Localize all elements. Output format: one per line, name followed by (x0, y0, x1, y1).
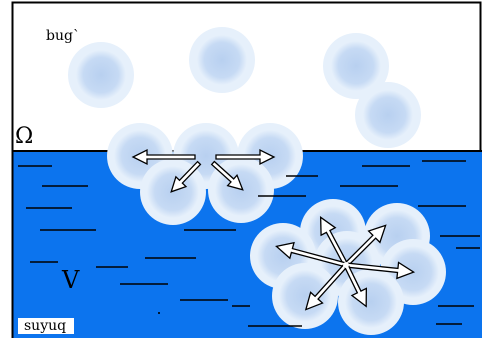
gas-bubble (363, 90, 413, 140)
volume-symbol: V (62, 266, 79, 294)
liquid-phase-label: suyuq (18, 318, 74, 334)
gas-bubble (331, 41, 381, 91)
gas-phase-label: bug` (46, 28, 80, 44)
gas-bubble (197, 35, 247, 85)
cluster-center (343, 262, 349, 268)
gas-bubble (76, 50, 126, 100)
submerged-bubble (279, 270, 331, 322)
interface-symbol: Ω (15, 124, 33, 149)
